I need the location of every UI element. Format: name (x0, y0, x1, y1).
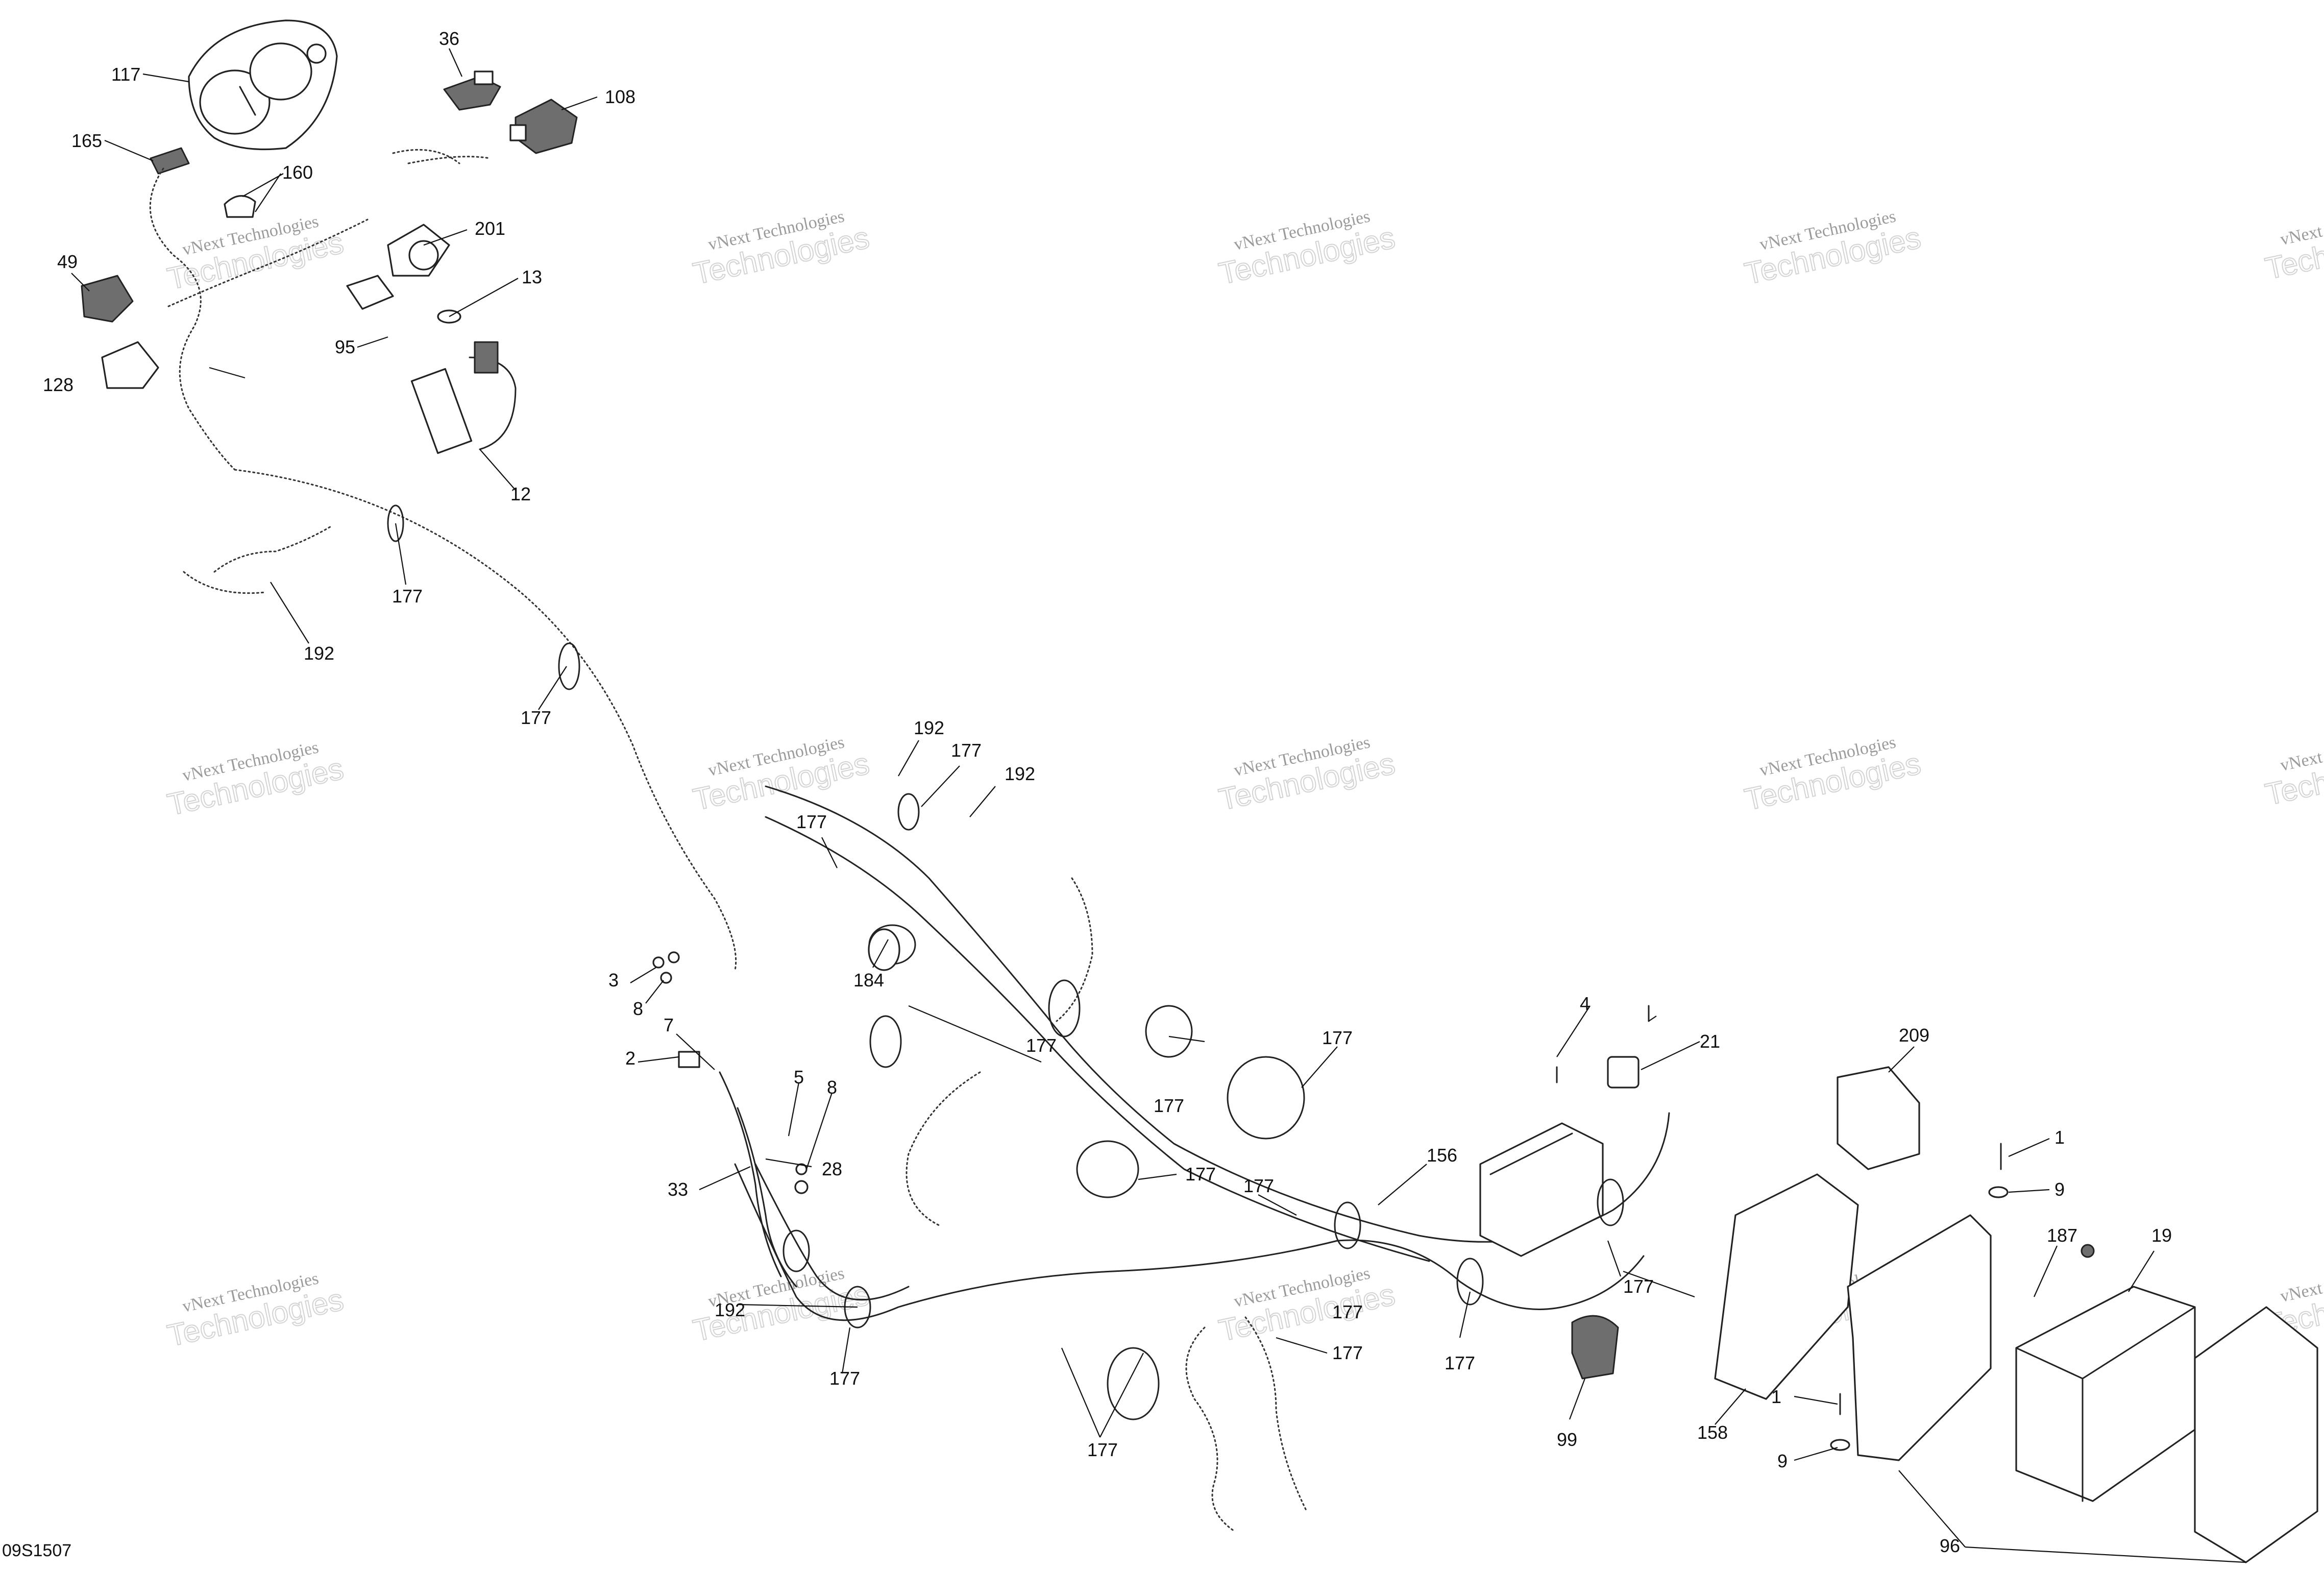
switch-128 (101, 341, 159, 389)
fuse-box (1479, 1122, 1604, 1257)
bracket-158 (1714, 1173, 1859, 1400)
callout-1: 1 (1771, 1386, 1781, 1407)
callout-177: 177 (1623, 1276, 1654, 1297)
callout-177: 177 (1332, 1301, 1363, 1322)
watermark: Technologies vNext Technologies (1215, 733, 1399, 817)
callout-3: 3 (608, 970, 619, 991)
callout-9: 9 (2054, 1179, 2065, 1200)
callout-49: 49 (57, 251, 78, 272)
watermark: Technologies vNext Technologies (164, 738, 347, 823)
callout-99: 99 (1557, 1429, 1577, 1450)
watermark: Technologies vNext Technologies (2262, 728, 2324, 812)
callout-2: 2 (625, 1048, 635, 1069)
callout-177: 177 (1445, 1353, 1475, 1373)
watermark: Technologies vNext Technologies (164, 212, 347, 297)
callout-12: 12 (510, 484, 531, 504)
callout-177: 177 (1087, 1439, 1118, 1460)
callout-177: 177 (796, 811, 827, 832)
callout-158: 158 (1697, 1422, 1728, 1443)
drawing-id: 09S1507 (2, 1541, 71, 1560)
clip-160 (224, 195, 256, 218)
leader-lines (71, 48, 2246, 1563)
watermark: Technologies vNext Technologies (2262, 202, 2324, 286)
callout-7: 7 (664, 1015, 674, 1035)
tether-cord-12 (410, 341, 517, 454)
callout-117: 117 (111, 64, 140, 85)
callout-108: 108 (605, 86, 635, 107)
watermark: Technologies vNext Technologies (164, 1269, 347, 1354)
callout-192: 192 (304, 643, 334, 664)
callout-160: 160 (282, 162, 313, 183)
callout-177: 177 (1243, 1175, 1274, 1196)
callout-33: 33 (668, 1179, 688, 1200)
callout-28: 28 (822, 1158, 842, 1179)
callout-192: 192 (1005, 763, 1035, 784)
callout-8: 8 (633, 998, 643, 1019)
switch-108 (509, 99, 578, 154)
callout-187: 187 (2047, 1225, 2077, 1246)
callout-201: 201 (475, 218, 505, 239)
switch-36 (443, 70, 501, 111)
ignition-switch (387, 224, 450, 277)
switch-49 (81, 275, 134, 323)
parts-layer (81, 19, 2318, 1563)
callout-21: 21 (1700, 1031, 1720, 1052)
callout-177: 177 (829, 1368, 860, 1389)
callout-5: 5 (794, 1067, 804, 1088)
callout-177: 177 (392, 586, 423, 607)
callout-177: 177 (1026, 1035, 1057, 1056)
battery-tray (1847, 1214, 1992, 1461)
callout-4: 4 (1580, 993, 1590, 1014)
battery-cable-33 (737, 1107, 797, 1288)
battery-cover-96 (2194, 1306, 2318, 1563)
callout-8: 8 (827, 1077, 837, 1098)
instrument-cluster (188, 19, 338, 151)
callout-19: 19 (2151, 1225, 2172, 1246)
callout-95: 95 (335, 336, 355, 357)
callout-177: 177 (1154, 1095, 1184, 1116)
watermark: Technologies vNext Technologies (1215, 207, 1399, 292)
watermark: Technologies vNext Technologies (1215, 1264, 1399, 1348)
callout-128: 128 (43, 374, 74, 395)
watermark: Technologies vNext Technologies (690, 207, 873, 292)
watermark: Technologies vNext Technologies (690, 733, 873, 817)
connector-165 (150, 147, 190, 175)
callout-192: 192 (914, 717, 944, 738)
battery-19 (2015, 1286, 2196, 1502)
callout-165: 165 (71, 130, 102, 151)
callout-labels: 117 36 108 165 160 201 13 49 95 128 12 1… (43, 28, 2172, 1556)
callout-177: 177 (951, 740, 982, 761)
module-209 (1837, 1066, 1920, 1170)
callout-13: 13 (522, 267, 542, 287)
lower-harness (734, 1163, 1645, 1321)
watermark: Technologies vNext Technologies (1741, 207, 1924, 292)
battery-cable-28 (719, 1071, 782, 1277)
lower-left-harness-dotted (906, 877, 1308, 1533)
callout-177: 177 (521, 707, 551, 728)
callout-1: 1 (2054, 1127, 2065, 1148)
watermark: Technologies vNext Technologies (1741, 733, 1924, 817)
callout-36: 36 (439, 28, 459, 49)
callout-177: 177 (1322, 1027, 1353, 1048)
connector-95 (346, 275, 394, 310)
callout-177: 177 (1185, 1164, 1216, 1185)
solenoid-99 (1571, 1315, 1619, 1380)
callout-184: 184 (853, 970, 884, 991)
front-harness-dotted (149, 149, 737, 971)
callout-156: 156 (1427, 1145, 1457, 1166)
callout-177: 177 (1332, 1342, 1363, 1363)
relay-21 (1607, 1056, 1640, 1089)
callout-192: 192 (715, 1299, 745, 1320)
callout-9: 9 (1777, 1451, 1788, 1471)
callout-209: 209 (1899, 1025, 1929, 1046)
callout-96: 96 (1940, 1535, 1960, 1556)
